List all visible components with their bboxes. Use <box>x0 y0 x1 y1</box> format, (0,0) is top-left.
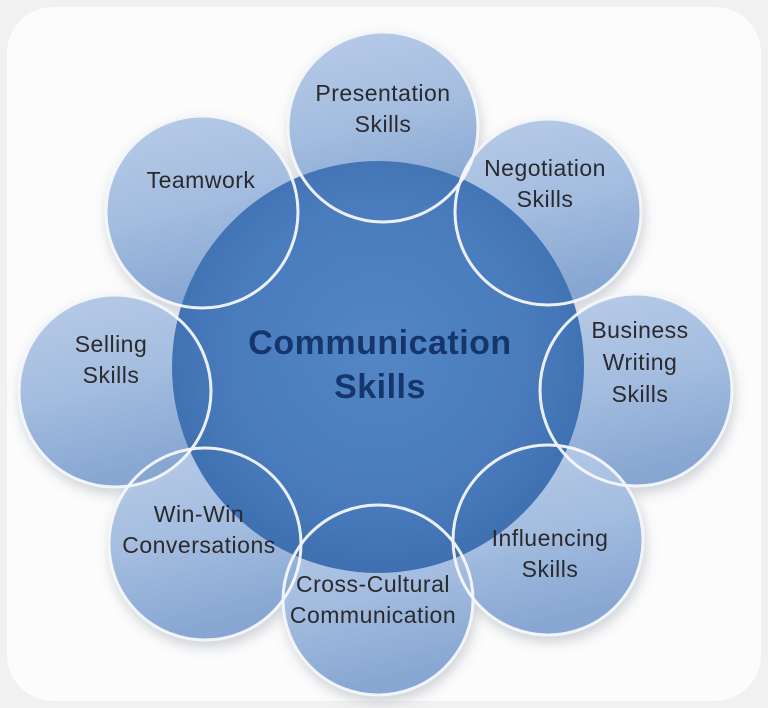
node-ring-business-writing-skills <box>538 292 734 488</box>
node-ring-selling-skills <box>17 293 213 489</box>
node-circle-selling-skills <box>19 295 211 487</box>
node-ring-presentation-skills <box>286 30 480 224</box>
node-ring-teamwork <box>104 114 300 310</box>
node-label-teamwork: Teamwork <box>147 167 256 193</box>
center-circle <box>172 161 584 573</box>
outer-circle-rings <box>17 30 734 697</box>
node-circle-business-writing-skills <box>540 294 732 486</box>
node-ring-win-win-conversations <box>107 446 303 642</box>
circle-cluster <box>17 30 734 697</box>
node-ring-negotiation-skills <box>453 117 643 307</box>
